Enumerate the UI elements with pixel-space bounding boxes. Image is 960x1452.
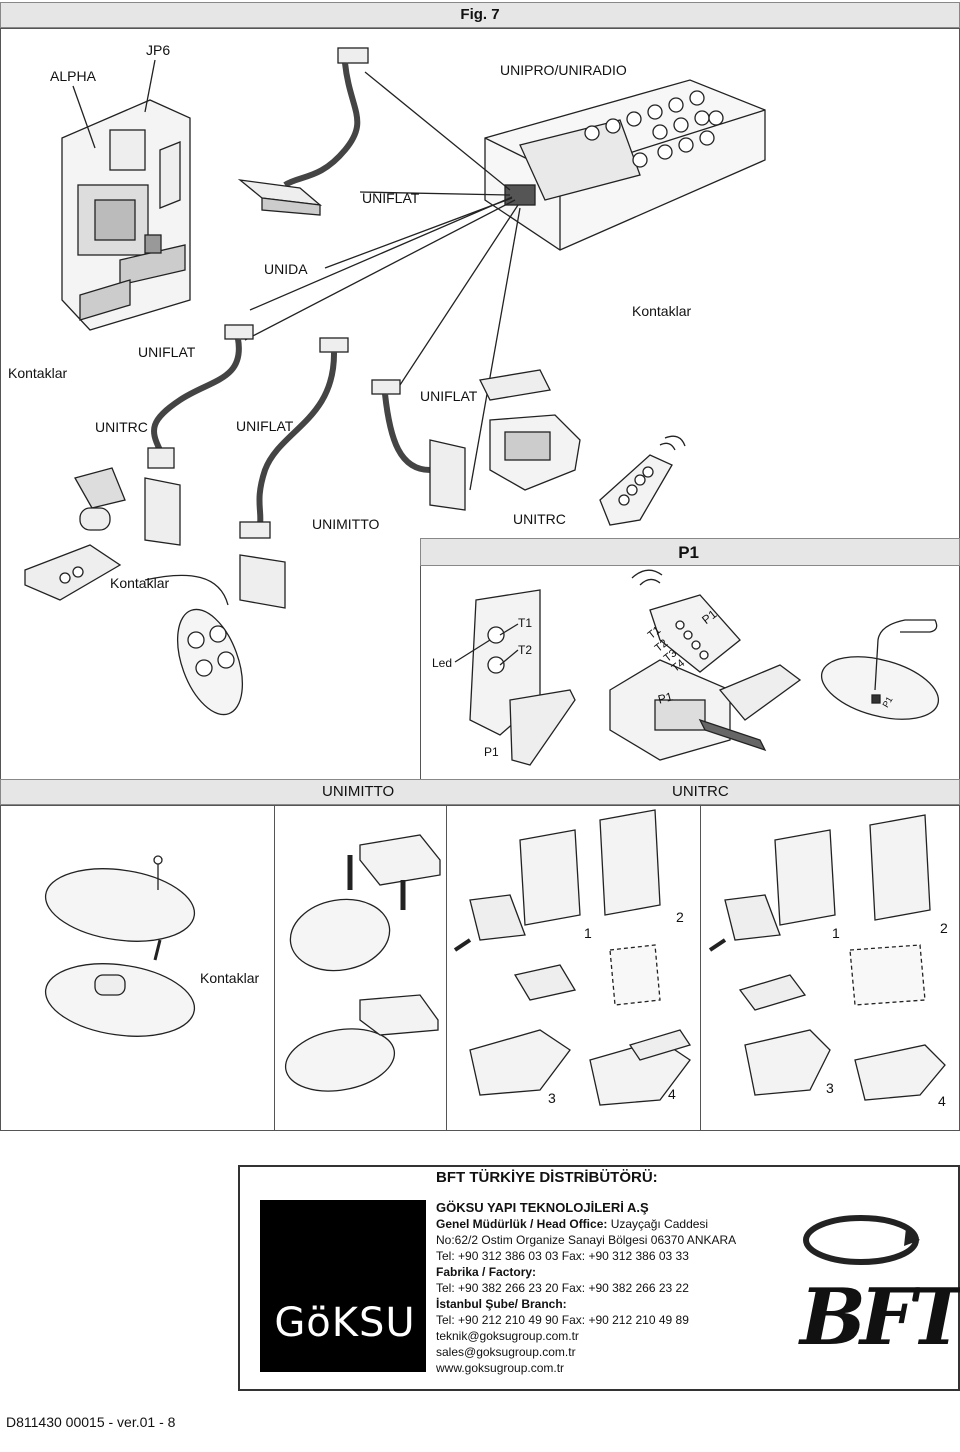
goksu-logo-text: GöKSU	[274, 1300, 416, 1346]
label-alpha: ALPHA	[50, 68, 96, 84]
label-kontaklar-left: Kontaklar	[8, 365, 68, 381]
bottom-unimitto-top	[289, 834, 441, 972]
head-office-line: Genel Müdürlük / Head Office: Uzayçağı C…	[436, 1216, 756, 1232]
handheld-remote-right	[599, 435, 686, 526]
label-kontaklar-mid: Kontaklar	[110, 575, 170, 591]
step-2b: 2	[940, 920, 948, 936]
label-uniflat-2: UNIFLAT	[138, 344, 196, 360]
p1-panel-header: P1	[420, 538, 960, 566]
bottom-divider-1	[274, 805, 275, 1131]
goksu-logo	[260, 1200, 426, 1372]
istanbul-tel: Tel: +90 212 210 49 90 Fax: +90 212 210 …	[436, 1313, 689, 1327]
bottom-divider-3	[700, 805, 701, 1131]
distributor-heading: BFT TÜRKİYE DİSTRİBÜTÖRÜ:	[436, 1169, 658, 1186]
istanbul-label: İstanbul Şube/ Branch:	[436, 1297, 567, 1311]
label-led: Led	[432, 656, 453, 670]
bottom-unitrc-step3-4-right	[738, 974, 946, 1101]
label-jp6: JP6	[146, 42, 171, 58]
label-kontaklar-bottom: Kontaklar	[200, 970, 260, 986]
uniflat-cable-1	[147, 324, 254, 469]
figure-title: Fig. 7	[460, 6, 500, 23]
email-technical[interactable]: teknik@goksugroup.com.tr	[436, 1329, 579, 1343]
uniflat-cable-2	[239, 337, 349, 539]
label-kontaklar-right: Kontaklar	[632, 303, 692, 319]
website-link[interactable]: www.goksugroup.com.tr	[436, 1361, 565, 1375]
document-code: D811430 00015 - ver.01 - 8	[6, 1414, 176, 1430]
step-3a: 3	[548, 1090, 556, 1106]
figure-title-bar: Fig. 7	[0, 2, 960, 28]
step-4b: 4	[938, 1093, 946, 1109]
factory-label: Fabrika / Factory:	[436, 1265, 537, 1279]
step-3b: 3	[826, 1080, 834, 1096]
bottom-unitrc-step1-2-right	[708, 814, 931, 1006]
head-office-label: Genel Müdürlük / Head Office:	[436, 1217, 608, 1231]
label-unimitto-bottom: UNIMITTO	[322, 783, 395, 800]
label-unida: UNIDA	[264, 261, 308, 277]
step-1a: 1	[584, 925, 592, 941]
step-2a: 2	[676, 909, 684, 925]
uniflat-cable-3	[371, 379, 466, 511]
email-sales[interactable]: sales@goksugroup.com.tr	[436, 1345, 576, 1359]
head-office-addr2: No:62/2 Ostim Organize Sanayi Bölgesi 06…	[436, 1233, 737, 1247]
label-p1-bottom: P1	[484, 745, 499, 759]
unitrc-receiver	[479, 369, 581, 491]
factory-tel: Tel: +90 382 266 23 20 Fax: +90 382 266 …	[436, 1281, 689, 1295]
label-unipro: UNIPRO/UNIRADIO	[500, 62, 627, 78]
label-unitrc-1: UNITRC	[95, 419, 148, 435]
label-t1: T1	[518, 616, 533, 630]
p1-header-label: P1	[678, 543, 699, 562]
bft-logo-text: BFT	[800, 1272, 960, 1363]
label-uniflat-4: UNIFLAT	[236, 418, 294, 434]
bft-logo	[803, 1215, 920, 1265]
unimitto-module	[239, 554, 286, 609]
bottom-oval-remote-open	[44, 939, 196, 1037]
bottom-unitrc-step1-2-left	[453, 809, 661, 1006]
head-office-tel: Tel: +90 312 386 03 03 Fax: +90 312 386 …	[436, 1249, 689, 1263]
p1-oval-remote	[820, 619, 940, 720]
unipro-flat-cable	[237, 47, 369, 216]
bottom-unitrc-step3-4-left	[469, 964, 692, 1106]
bottom-unimitto-bottom	[284, 994, 439, 1092]
label-uniflat-1: UNIFLAT	[362, 190, 420, 206]
bottom-header-bar	[0, 779, 960, 805]
bottom-oval-remote-top	[44, 855, 196, 942]
bottom-divider-2	[446, 805, 447, 1131]
unitrc-module-left	[24, 467, 181, 601]
step-1b: 1	[832, 925, 840, 941]
distributor-info: BFT TÜRKİYE DİSTRİBÜTÖRÜ: GÖKSU YAPI TEK…	[436, 1170, 756, 1376]
p1-transmitter-right	[609, 569, 802, 761]
figure-drawing	[24, 47, 946, 1106]
alpha-control-board	[61, 99, 191, 331]
head-office-addr1: Uzayçağı Caddesi	[610, 1217, 709, 1231]
oval-remote	[177, 608, 243, 716]
label-unitrc-2: UNITRC	[513, 511, 566, 527]
distributor-company: GÖKSU YAPI TEKNOLOJİLERİ A.Ş	[436, 1200, 649, 1215]
label-t2: T2	[518, 643, 533, 657]
label-unitrc-bottom: UNITRC	[672, 783, 729, 800]
step-4a: 4	[668, 1086, 676, 1102]
p1-transmitter-left	[469, 589, 576, 766]
label-unimitto-1: UNIMITTO	[312, 516, 380, 532]
unipro-keypad-unit	[484, 79, 766, 251]
label-uniflat-3: UNIFLAT	[420, 388, 478, 404]
